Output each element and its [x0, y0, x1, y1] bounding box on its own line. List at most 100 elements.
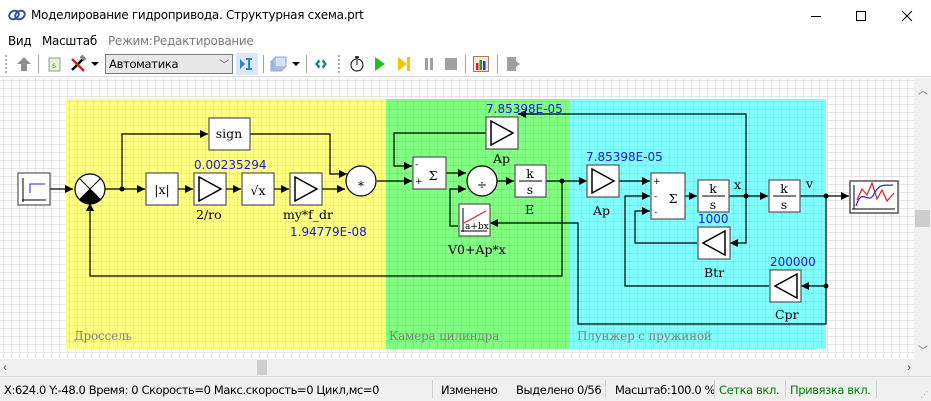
- scroll-left-icon[interactable]: ‹: [3, 360, 7, 374]
- gain-name: Ap: [592, 203, 610, 218]
- toolbar-grip[interactable]: [5, 55, 7, 73]
- scroll-up-icon[interactable]: ︿: [918, 86, 928, 97]
- sign-block[interactable]: sign: [208, 117, 251, 151]
- gain-block-my-f-dr[interactable]: my*f_dr 1.94779E-08: [283, 172, 367, 239]
- vertical-scrollbar[interactable]: ︿ ﹀: [914, 78, 931, 359]
- sqrt-block[interactable]: √x: [241, 172, 275, 206]
- toolbar-separator: [306, 55, 307, 73]
- toolbar-separator: [263, 55, 264, 73]
- exit-button[interactable]: [502, 53, 524, 75]
- integrator-k: k: [526, 166, 534, 181]
- sqrt-label: √x: [250, 183, 265, 198]
- integrator-block-e[interactable]: k s E: [514, 164, 547, 217]
- toolbar: s Автоматика ﹀: [0, 51, 931, 77]
- script-icon: s: [48, 57, 61, 72]
- gain-value: 1.94779E-08: [290, 225, 367, 239]
- diagram-canvas[interactable]: Дроссель Камера цилиндра Плунжер с пружи…: [0, 78, 914, 358]
- maximize-icon: [856, 10, 866, 21]
- resize-grip-icon[interactable]: ⋰: [920, 390, 928, 399]
- vertical-scroll-thumb[interactable]: [915, 210, 930, 227]
- region-label: Камера цилиндра: [389, 329, 500, 343]
- horizontal-scroll-thumb[interactable]: [257, 360, 267, 375]
- up-arrow-icon: [17, 57, 31, 71]
- pause-button[interactable]: [418, 53, 440, 75]
- scope-block[interactable]: [849, 180, 899, 214]
- chevron-down-icon: [91, 62, 99, 66]
- stop-button[interactable]: [440, 53, 462, 75]
- toolbar-grip[interactable]: [338, 55, 340, 73]
- sync-button[interactable]: [310, 53, 332, 75]
- link-icon: [240, 58, 252, 70]
- scroll-right-icon[interactable]: ›: [907, 360, 911, 374]
- sum-sign: -: [654, 208, 657, 218]
- linear-label: a+bx: [465, 222, 489, 232]
- link-button[interactable]: [236, 53, 258, 75]
- menu-bar: Вид Масштаб Режим: Редактирование: [0, 31, 931, 51]
- gain-name: Cpr: [775, 307, 799, 322]
- sum-block-2[interactable]: + - - Σ: [650, 172, 686, 220]
- integrator-s: s: [781, 197, 787, 212]
- integrator-s: s: [710, 197, 716, 212]
- linear-name: V0+Ap*x: [447, 242, 506, 257]
- region-plunger-spring[interactable]: Плунжер с пружиной: [570, 99, 826, 349]
- tools-dropdown[interactable]: [89, 53, 101, 75]
- output-label: x: [734, 177, 741, 192]
- status-separator: [605, 380, 606, 398]
- gain-name: my*f_dr: [283, 207, 333, 222]
- status-grid[interactable]: Сетка вкл.: [719, 383, 780, 397]
- gain-block-2-ro[interactable]: 0.00235294 2/ro: [193, 158, 267, 222]
- menu-view[interactable]: Вид: [8, 34, 32, 48]
- gain-value: 0.00235294: [194, 158, 267, 172]
- pause-icon: [425, 58, 433, 70]
- integrator-block-v[interactable]: k s v: [768, 176, 814, 213]
- toolbar-separator: [497, 55, 498, 73]
- mode-combo[interactable]: Автоматика ﹀: [105, 54, 233, 74]
- status-separator: [876, 380, 877, 398]
- region-throttle[interactable]: Дроссель: [66, 99, 386, 349]
- gain-block-ap[interactable]: 7.85398E-05 Ap: [586, 150, 663, 218]
- sum-block-1[interactable]: - + Σ: [412, 156, 447, 190]
- comparator-block[interactable]: [74, 173, 106, 205]
- step-source-block[interactable]: [17, 172, 51, 206]
- integrator-k: k: [780, 181, 788, 196]
- gain-block-ap-feedback[interactable]: 7.85398E-05 Ap: [485, 102, 563, 166]
- app-icon: [8, 9, 26, 21]
- abs-label: |x|: [154, 182, 169, 197]
- minimize-icon: [811, 15, 821, 17]
- abs-block[interactable]: |x|: [145, 172, 179, 206]
- integrator-block-x[interactable]: k s x: [697, 177, 741, 213]
- step-button[interactable]: [393, 53, 415, 75]
- scroll-down-icon[interactable]: ﹀: [918, 346, 928, 357]
- window-title: Моделирование гидропривода. Структурная …: [31, 8, 364, 22]
- layers-dropdown[interactable]: [290, 53, 302, 75]
- connection-lines: [50, 110, 849, 325]
- script-button[interactable]: s: [43, 53, 65, 75]
- chart-button[interactable]: [470, 53, 492, 75]
- menu-scale[interactable]: Масштаб: [42, 34, 97, 48]
- up-button[interactable]: [13, 53, 35, 75]
- mode-label: Режим:: [108, 34, 153, 48]
- region-label: Дроссель: [74, 329, 132, 343]
- multiply-block[interactable]: *: [345, 165, 377, 197]
- title-bar: Моделирование гидропривода. Структурная …: [0, 0, 931, 31]
- status-separator: [432, 380, 433, 398]
- divide-block[interactable]: ÷: [466, 165, 498, 197]
- layers-button[interactable]: [268, 53, 290, 75]
- sum-sign: -: [654, 192, 657, 202]
- gain-block-cpr[interactable]: 200000 Cpr: [769, 255, 816, 322]
- tools-button[interactable]: [67, 53, 89, 75]
- toolbar-separator: [465, 55, 466, 73]
- status-bar: X:624.0 Y:-48.0 Время: 0 Скорость=0 Макс…: [0, 376, 931, 401]
- close-button[interactable]: [884, 0, 930, 31]
- play-button[interactable]: [369, 53, 391, 75]
- maximize-button[interactable]: [838, 0, 884, 31]
- horizontal-scrollbar[interactable]: ‹ ›: [0, 359, 914, 376]
- gain-block-btr[interactable]: 1000 Btr: [697, 212, 731, 280]
- minimize-button[interactable]: [793, 0, 839, 31]
- stopwatch-button[interactable]: [346, 53, 368, 75]
- sum-sign: -: [415, 160, 418, 170]
- status-snap[interactable]: Привязка вкл.: [790, 383, 871, 397]
- status-separator: [714, 380, 715, 398]
- mode-combo-value: Автоматика: [109, 57, 179, 71]
- linear-function-block[interactable]: a+bx V0+Ap*x: [447, 203, 506, 257]
